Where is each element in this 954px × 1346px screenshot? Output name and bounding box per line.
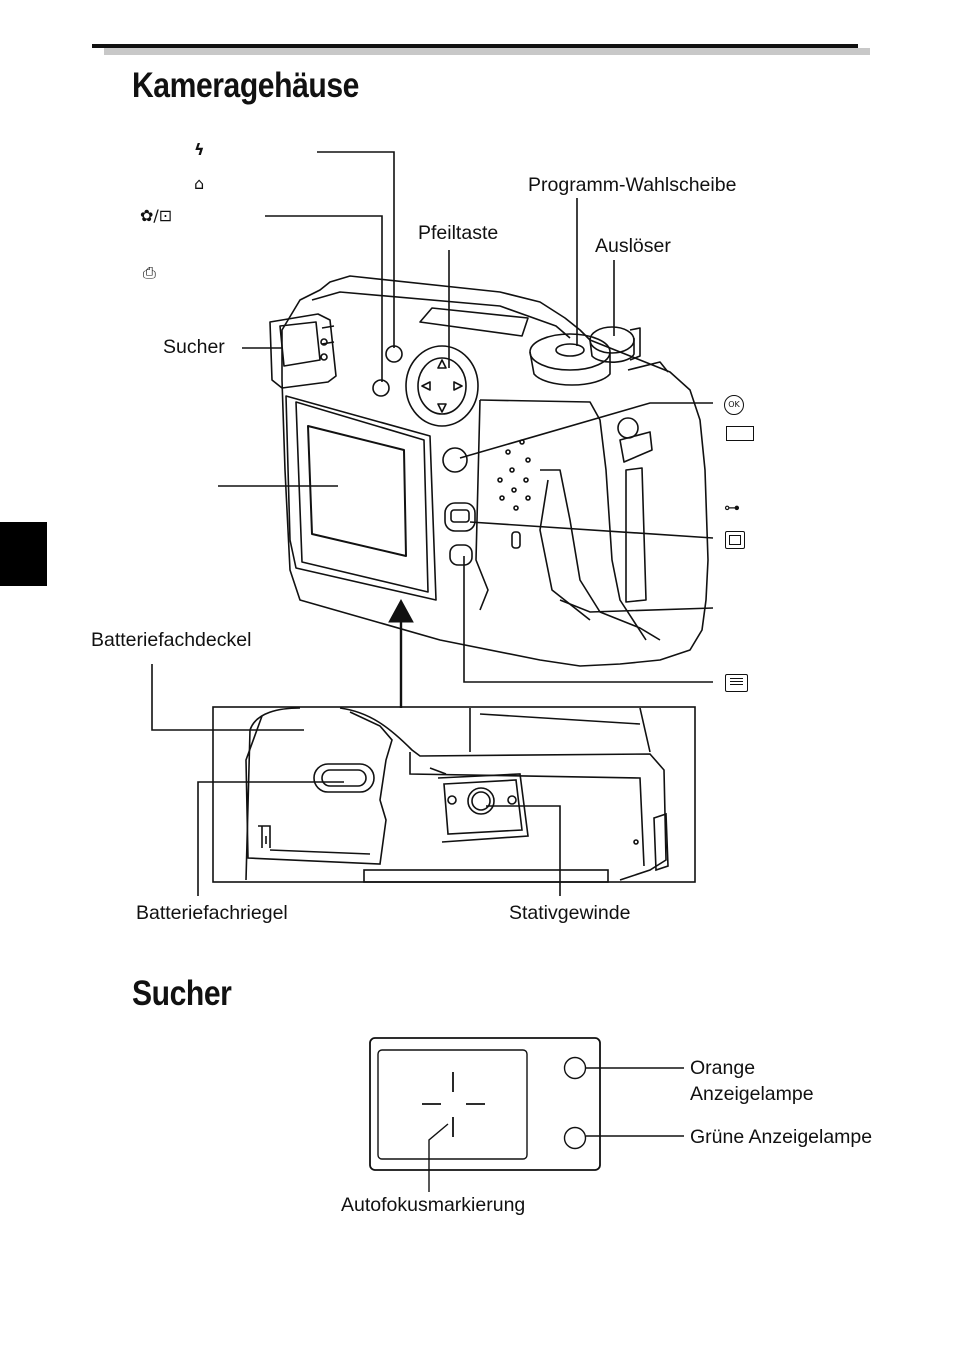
heading-kameragehaeuse: Kameragehäuse [132,66,359,105]
label-batteriefachdeckel: Batteriefachdeckel [91,629,252,651]
custom-button-icon [726,426,754,441]
label-gruene-anzeigelampe: Grüne Anzeigelampe [690,1126,873,1148]
heading-sucher: Sucher [132,974,232,1013]
label-batteriefachriegel: Batteriefachriegel [136,902,288,924]
label-sucher: Sucher [163,336,225,358]
label-autofokusmarkierung: Autofokusmarkierung [341,1194,526,1216]
label-programm-wahlscheibe: Programm-Wahlscheibe [528,174,737,196]
label-stativgewinde: Stativgewinde [509,902,631,924]
protect-key-icon: ⊶ [724,498,740,517]
monitor-icon [725,531,745,549]
top-rule-shadow [104,48,870,55]
chapter-tab [0,522,47,586]
menu-icon [725,674,748,692]
flash-icon: ϟ [194,140,205,159]
ok-icon: OK [724,395,744,415]
erase-icon: ⌂ [194,174,205,193]
label-ausloeser: Auslöser [595,235,671,257]
top-rule [92,44,858,48]
print-icon: ⎙ [143,263,156,282]
label-pfeiltaste: Pfeiltaste [418,222,499,244]
macro-spot-icon: ✿/⊡ [140,206,173,225]
label-orange-anzeigelampe: Orange Anzeigelampe [690,1057,814,1105]
